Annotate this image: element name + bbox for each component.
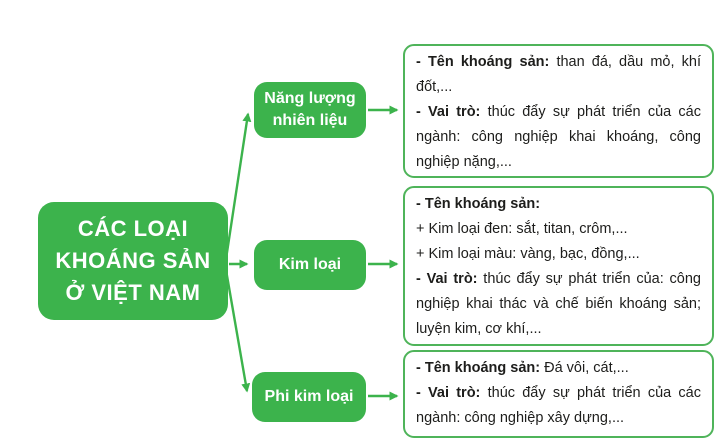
detail-paragraph: - Vai trò: thúc đẩy sự phát triển của cá… [416, 381, 701, 431]
detail-text: thúc đẩy sự phát triển của các ngành: cô… [416, 385, 701, 426]
detail-term: - Vai trò: [416, 385, 481, 401]
detail-box-kim-loai: - Tên khoáng sản: + Kim loại đen: sắt, t… [403, 186, 714, 346]
detail-paragraph: - Vai trò: thúc đẩy sự phát triển của: c… [416, 267, 701, 342]
branch-node-kim-loai: Kim loại [254, 240, 366, 290]
detail-paragraph: + Kim loại màu: vàng, bạc, đồng,... [416, 242, 701, 267]
detail-term: - Vai trò: [416, 104, 481, 120]
root-title-line3: Ở VIỆT NAM [65, 280, 201, 305]
detail-box-phi-kim-loai: - Tên khoáng sản: Đá vôi, cát,... - Vai … [403, 350, 714, 438]
detail-term: - Tên khoáng sản: [416, 360, 541, 376]
detail-paragraph: - Tên khoáng sản: than đá, dầu mỏ, khí đ… [416, 50, 701, 100]
branch-node-phi-kim-loai: Phi kim loại [252, 372, 366, 422]
detail-box-nang-luong-nhien-lieu: - Tên khoáng sản: than đá, dầu mỏ, khí đ… [403, 44, 714, 178]
detail-term: - Vai trò: [416, 271, 478, 287]
detail-paragraph: - Tên khoáng sản: [416, 192, 701, 217]
root-node-cac-loai-khoang-san: CÁC LOẠI KHOÁNG SẢN Ở VIỆT NAM [38, 202, 228, 320]
detail-text: than đá, dầu mỏ, khí đốt,... [416, 54, 701, 95]
detail-term: - Tên khoáng sản: [416, 54, 550, 70]
detail-paragraph: - Tên khoáng sản: Đá vôi, cát,... [416, 356, 701, 381]
root-title-line1: CÁC LOẠI [77, 216, 189, 241]
branch-label: Phi kim loại [264, 388, 354, 406]
arrow-root-to-nonmetal [224, 269, 251, 393]
branch-node-nang-luong-nhien-lieu: Năng lượng nhiên liệu [254, 82, 366, 138]
root-title-line2: KHOÁNG SẢN [55, 248, 211, 273]
branch-label: Kim loại [278, 256, 342, 274]
detail-text: thúc đẩy sự phát triển của các ngành: cô… [416, 104, 701, 170]
detail-text: thúc đẩy sự phát triển của: công nghiệp … [416, 271, 701, 337]
detail-paragraph: - Vai trò: thúc đẩy sự phát triển của cá… [416, 100, 701, 175]
arrow-root-to-energy [224, 112, 252, 260]
detail-text: + Kim loại đen: sắt, titan, crôm,... [416, 221, 628, 237]
detail-text: Đá vôi, cát,... [540, 360, 629, 376]
detail-term: - Tên khoáng sản: [416, 196, 541, 212]
detail-paragraph: + Kim loại đen: sắt, titan, crôm,... [416, 217, 701, 242]
branch-label: Năng lượng nhiên liệu [264, 90, 356, 129]
detail-text: + Kim loại màu: vàng, bạc, đồng,... [416, 246, 640, 262]
